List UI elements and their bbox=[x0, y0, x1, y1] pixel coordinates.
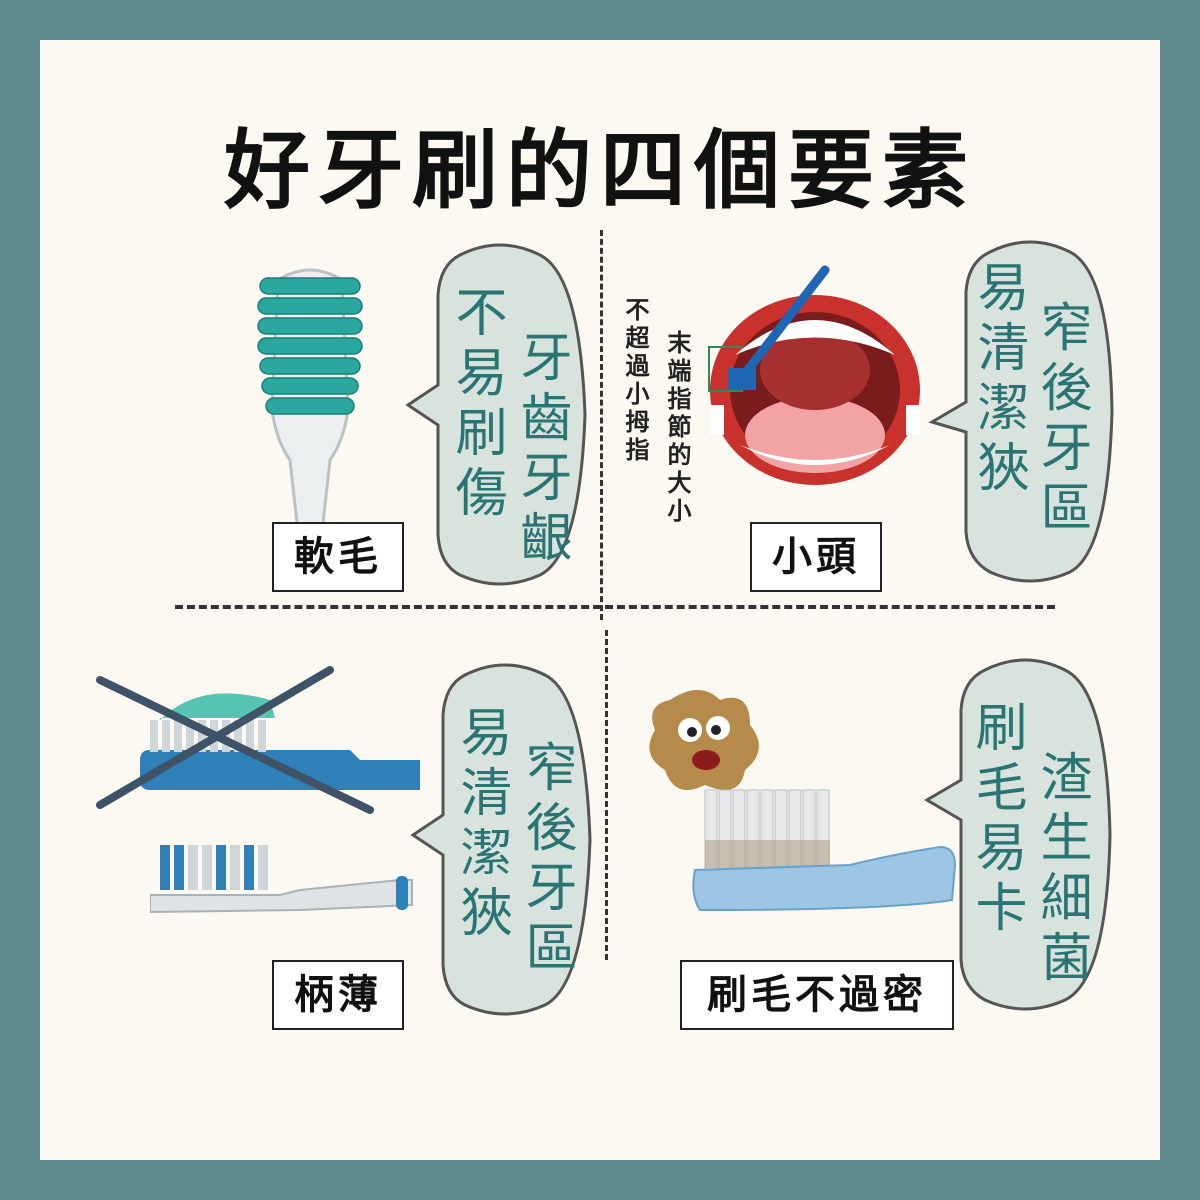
small-head-note-2: 不超過小拇指 bbox=[621, 297, 649, 465]
thin-handle-bubble-text-2: 易清潔狹 bbox=[451, 705, 511, 945]
not-dense-bubble-text-1: 渣生細菌 bbox=[1031, 750, 1091, 990]
label-small-head: 小頭 bbox=[750, 522, 882, 592]
open-mouth-icon bbox=[710, 265, 920, 485]
small-head-bubble-text-1: 窄後牙區 bbox=[1031, 300, 1091, 540]
soft-toothbrush-icon bbox=[257, 268, 363, 550]
germ-icon bbox=[649, 690, 759, 790]
divider-vertical-bottom bbox=[605, 630, 608, 960]
label-soft: 軟毛 bbox=[272, 522, 404, 592]
divider-vertical-top bbox=[600, 230, 603, 620]
label-not-dense: 刷毛不過密 bbox=[680, 960, 954, 1030]
thick-toothbrush-crossed-icon bbox=[96, 666, 420, 814]
divider-horizontal bbox=[175, 605, 1055, 609]
dense-toothbrush-icon bbox=[692, 789, 957, 912]
speech-bubble-small-head bbox=[928, 240, 1114, 583]
page-title: 好牙刷的四個要素 bbox=[224, 121, 976, 221]
speech-bubble-thin-handle bbox=[410, 663, 592, 1016]
soft-bubble-text-2: 不易刷傷 bbox=[446, 285, 506, 525]
not-dense-bubble-text-2: 刷毛易卡 bbox=[966, 700, 1026, 940]
thin-toothbrush-icon bbox=[150, 845, 413, 914]
label-thin-handle: 柄薄 bbox=[272, 960, 404, 1030]
small-head-bubble-text-2: 易清潔狹 bbox=[968, 260, 1028, 500]
speech-bubble-soft bbox=[405, 243, 587, 586]
bracket-icon bbox=[708, 346, 743, 392]
small-head-note-1: 末端指節的大小 bbox=[663, 330, 691, 526]
thin-handle-bubble-text-1: 窄後牙區 bbox=[516, 740, 576, 980]
soft-bubble-text-1: 牙齒牙齦 bbox=[511, 330, 571, 570]
speech-bubble-not-dense bbox=[924, 658, 1112, 1011]
